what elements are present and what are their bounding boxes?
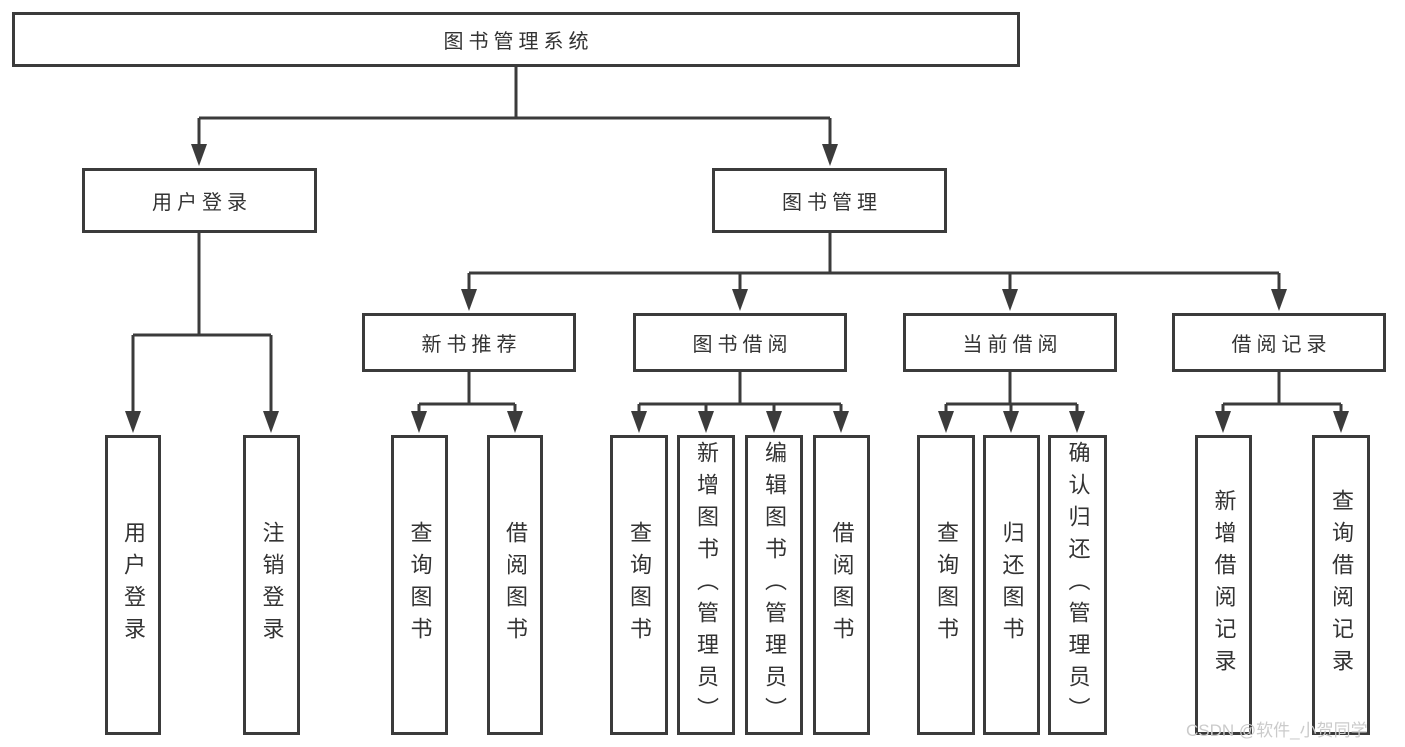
leaf-user-login: 用户登录 bbox=[105, 435, 161, 735]
leaf-add-borrow-record: 新增借阅记录 bbox=[1195, 435, 1252, 735]
node-book-borrow: 图书借阅 bbox=[633, 313, 847, 372]
leaf-confirm-return-admin-label: 确认归还（管理员） bbox=[1065, 441, 1091, 729]
node-borrow-record: 借阅记录 bbox=[1172, 313, 1386, 372]
node-book-management-label: 图书管理 bbox=[782, 192, 882, 214]
node-new-book-recommend-label: 新书推荐 bbox=[421, 334, 522, 356]
node-book-management: 图书管理 bbox=[712, 168, 947, 233]
leaf-query-borrow-record: 查询借阅记录 bbox=[1312, 435, 1370, 735]
leaf-query-books-current-label: 查询图书 bbox=[934, 521, 959, 649]
leaf-query-books-recommend: 查询图书 bbox=[391, 435, 448, 735]
leaf-return-books: 归还图书 bbox=[983, 435, 1040, 735]
node-user-login-label: 用户登录 bbox=[152, 192, 252, 214]
csdn-watermark: CSDN @软件_小贺同学 bbox=[1186, 721, 1368, 740]
leaf-confirm-return-admin: 确认归还（管理员） bbox=[1048, 435, 1107, 735]
node-current-borrow: 当前借阅 bbox=[903, 313, 1117, 372]
node-root: 图书管理系统 bbox=[12, 12, 1020, 67]
node-book-borrow-label: 图书借阅 bbox=[692, 334, 793, 356]
leaf-query-books-borrow-label: 查询图书 bbox=[627, 521, 652, 649]
node-user-login: 用户登录 bbox=[82, 168, 317, 233]
leaf-query-books-recommend-label: 查询图书 bbox=[407, 521, 433, 649]
leaf-query-borrow-record-label: 查询借阅记录 bbox=[1329, 489, 1354, 681]
leaf-borrow-books-recommend: 借阅图书 bbox=[487, 435, 543, 735]
node-borrow-record-label: 借阅记录 bbox=[1231, 334, 1332, 356]
leaf-return-books-label: 归还图书 bbox=[999, 521, 1025, 649]
node-current-borrow-label: 当前借阅 bbox=[962, 334, 1063, 356]
leaf-add-books-admin-label: 新增图书（管理员） bbox=[694, 441, 719, 729]
leaf-borrow-books-label: 借阅图书 bbox=[829, 521, 855, 649]
leaf-edit-books-admin: 编辑图书（管理员） bbox=[745, 435, 803, 735]
leaf-borrow-books: 借阅图书 bbox=[813, 435, 870, 735]
leaf-query-books-borrow: 查询图书 bbox=[610, 435, 668, 735]
leaf-borrow-books-recommend-label: 借阅图书 bbox=[503, 521, 528, 649]
leaf-logout: 注销登录 bbox=[243, 435, 300, 735]
leaf-user-login-label: 用户登录 bbox=[121, 521, 146, 649]
leaf-query-books-current: 查询图书 bbox=[917, 435, 975, 735]
leaf-logout-label: 注销登录 bbox=[259, 521, 285, 649]
leaf-edit-books-admin-label: 编辑图书（管理员） bbox=[762, 441, 787, 729]
leaf-add-books-admin: 新增图书（管理员） bbox=[677, 435, 735, 735]
node-new-book-recommend: 新书推荐 bbox=[362, 313, 576, 372]
leaf-add-borrow-record-label: 新增借阅记录 bbox=[1211, 489, 1237, 681]
node-root-label: 图书管理系统 bbox=[443, 31, 594, 53]
